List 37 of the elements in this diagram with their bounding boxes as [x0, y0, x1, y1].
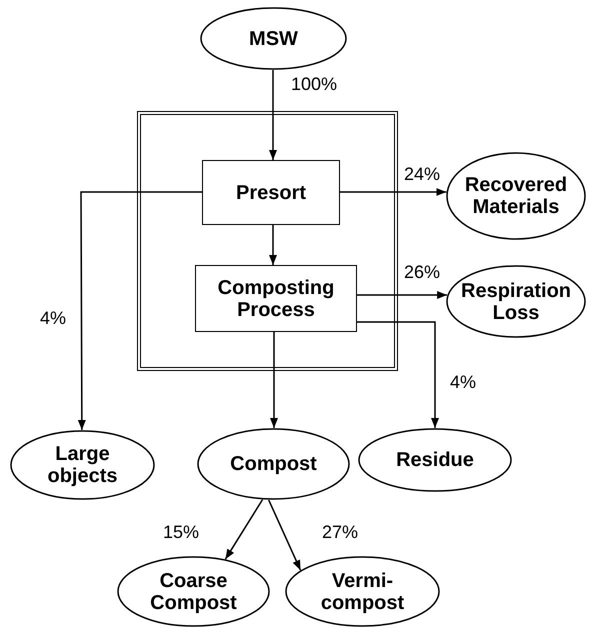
edge-label: 26%	[404, 262, 440, 283]
flow-arrow	[269, 70, 277, 160]
ellipse-node	[117, 556, 270, 627]
node-label: Recovered Materials	[464, 174, 568, 218]
flow-arrow	[224, 499, 264, 560]
edge-label: 4%	[450, 372, 476, 393]
ellipse-node	[285, 556, 440, 627]
node-label: Coarse Compost	[149, 570, 238, 614]
process-box	[202, 160, 340, 225]
flow-arrow	[78, 191, 202, 430]
edge-label: 15%	[163, 522, 200, 543]
flow-arrow	[340, 188, 446, 196]
node-label: Presort	[236, 182, 306, 204]
node-label: Composting Process	[216, 276, 336, 320]
edge-label: 27%	[322, 522, 358, 543]
edge-label: 24%	[404, 164, 440, 185]
system-boundary-frame	[137, 111, 398, 371]
flow-arrow	[357, 321, 439, 428]
ellipse-node	[446, 152, 586, 240]
process-box	[195, 265, 357, 332]
flow-arrow	[269, 225, 277, 265]
ellipse-node	[10, 430, 155, 500]
flow-arrow	[357, 291, 448, 299]
node-label: Residue	[396, 449, 474, 471]
node-label: MSW	[249, 28, 298, 50]
ellipse-node	[200, 7, 347, 70]
node-label: Respiration Loss	[461, 280, 571, 324]
ellipse-node	[197, 428, 350, 500]
node-label: Vermi- compost	[320, 570, 406, 614]
edge-label: 4%	[40, 308, 66, 329]
ellipse-node	[446, 265, 586, 338]
flow-arrow	[268, 500, 302, 570]
node-label: Compost	[230, 453, 317, 475]
node-label: Large objects	[46, 443, 119, 487]
flow-arrow	[270, 332, 278, 428]
edge-label: 100%	[291, 74, 338, 95]
ellipse-node	[358, 428, 512, 492]
